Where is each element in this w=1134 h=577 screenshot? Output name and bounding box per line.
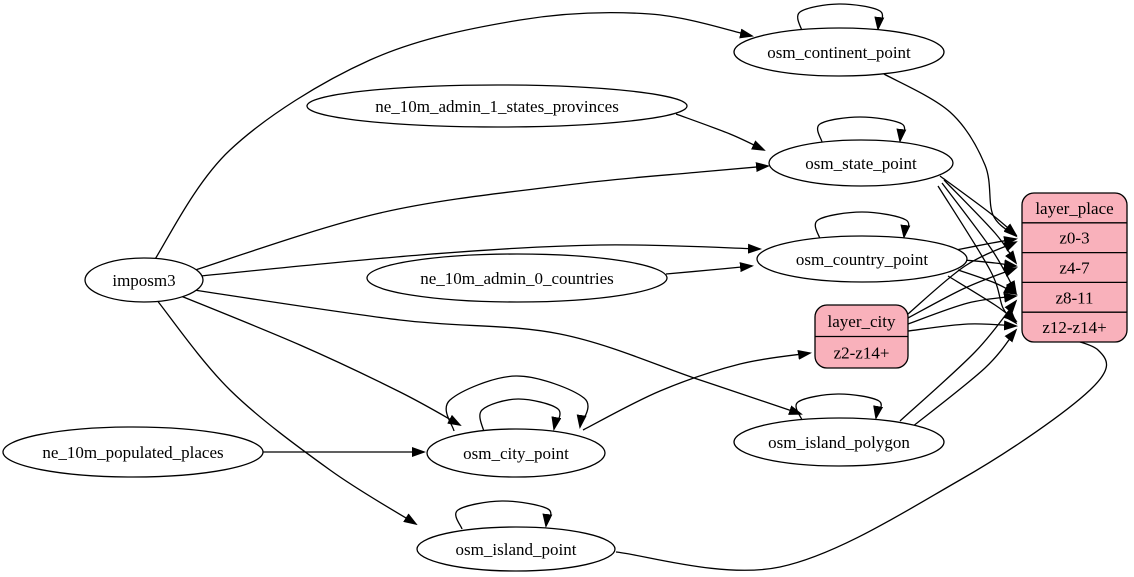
edges-layer bbox=[151, 3, 1108, 571]
edge-osm_country_point-layer_place:z8-11 bbox=[957, 269, 1018, 295]
node-label-osm_state_point: osm_state_point bbox=[805, 154, 917, 173]
self-loop-osm_city_point-2 bbox=[479, 398, 562, 433]
edge-imposm3-osm_state_point bbox=[188, 162, 770, 273]
nodes-layer: imposm3 ne_10m_admin_1_states_provincesne… bbox=[2, 27, 1128, 572]
node-ne_10m_admin_0_countries: ne_10m_admin_0_countries bbox=[366, 253, 668, 303]
edge-osm_continent_point-layer_place:z0-3 bbox=[883, 73, 1018, 238]
node-shape-layer_place bbox=[1021, 192, 1128, 343]
self-loop-osm_country_point bbox=[814, 211, 911, 240]
edge-osm_island_point-layer_place:z12-z14+ bbox=[615, 329, 1108, 571]
self-loop-osm_island_point bbox=[455, 500, 553, 530]
self-loop-osm_island_polygon bbox=[795, 393, 884, 421]
node-label-ne_10m_populated_places: ne_10m_populated_places bbox=[42, 443, 223, 462]
node-shape-imposm3 bbox=[84, 257, 204, 303]
record-title-layer_place: layer_place bbox=[1035, 199, 1113, 218]
edge-osm_state_point-layer_place:z8-11 bbox=[941, 182, 1017, 295]
edge-imposm3-osm_island_polygon bbox=[186, 288, 803, 415]
record-row-layer_place-z4-7: z4-7 bbox=[1059, 259, 1090, 278]
node-label-osm_island_point: osm_island_point bbox=[456, 540, 577, 559]
node-label-ne_10m_admin_1_states_provinces: ne_10m_admin_1_states_provinces bbox=[375, 97, 619, 116]
node-shape-osm_country_point bbox=[756, 235, 968, 283]
edge-osm_island_polygon-layer_place:z8-11 bbox=[899, 299, 1018, 422]
edge-imposm3-osm_island_point bbox=[155, 298, 418, 526]
node-ne_10m_populated_places: ne_10m_populated_places bbox=[2, 426, 264, 478]
node-label-osm_city_point: osm_city_point bbox=[463, 444, 569, 463]
edge-imposm3-osm_country_point bbox=[189, 243, 762, 278]
node-layer_city: layer_city z2-z14+ bbox=[814, 304, 909, 369]
node-shape-osm_continent_point bbox=[733, 27, 945, 77]
record-row-layer_place-z0-3: z0-3 bbox=[1059, 229, 1089, 248]
record-row-layer_place-z12-z14+: z12-z14+ bbox=[1042, 318, 1106, 337]
record-row-layer_place-z8-11: z8-11 bbox=[1055, 288, 1093, 307]
edge-osm_city_point-layer_city:z2-z14+ bbox=[582, 349, 812, 431]
node-shape-osm_state_point bbox=[768, 139, 954, 187]
node-osm_state_point: osm_state_point bbox=[768, 139, 954, 187]
node-shape-osm_island_polygon bbox=[733, 417, 945, 467]
edge-layer_city-layer_place:z0-3 bbox=[907, 241, 1018, 315]
edge-osm_country_point-layer_place:z0-3 bbox=[955, 236, 1018, 251]
node-label-osm_continent_point: osm_continent_point bbox=[767, 43, 911, 62]
node-imposm3: imposm3 bbox=[84, 257, 204, 303]
node-osm_island_point: osm_island_point bbox=[416, 526, 616, 572]
node-shape-osm_city_point bbox=[426, 428, 606, 478]
node-osm_island_polygon: osm_island_polygon bbox=[733, 417, 945, 467]
edge-osm_state_point-layer_place:z0-3 bbox=[939, 175, 1018, 237]
edge-layer_city-layer_place:z4-7 bbox=[907, 267, 1018, 319]
self-loop-osm_state_point bbox=[816, 116, 907, 143]
node-osm_country_point: osm_country_point bbox=[756, 235, 968, 283]
edge-imposm3-osm_city_point bbox=[175, 293, 462, 426]
self-loop-osm_city_point-1 bbox=[445, 375, 589, 432]
node-label-osm_country_point: osm_country_point bbox=[796, 250, 928, 269]
edge-osm_country_point-layer_place:z4-7 bbox=[963, 259, 1018, 270]
node-layer_place: layer_place z0-3 z4-7 z8-11 z12-z14+ bbox=[1021, 192, 1128, 343]
node-ne_10m_admin_1_states_provinces: ne_10m_admin_1_states_provinces bbox=[306, 84, 688, 128]
edge-imposm3-osm_continent_point bbox=[151, 12, 754, 265]
node-label-ne_10m_admin_0_countries: ne_10m_admin_0_countries bbox=[420, 269, 614, 288]
node-label-imposm3: imposm3 bbox=[112, 271, 175, 290]
edge-layer_city-layer_place:z8-11 bbox=[907, 292, 1018, 325]
edge-osm_state_point-layer_place:z4-7 bbox=[943, 179, 1018, 265]
edge-ne_10m_admin_1_states_provinces-osm_state_point bbox=[675, 113, 766, 151]
edge-osm_country_point-layer_place:z12-z14+ bbox=[947, 275, 1018, 323]
node-osm_continent_point: osm_continent_point bbox=[733, 27, 945, 77]
record-row-layer_city-z2-z14+: z2-z14+ bbox=[834, 343, 890, 362]
node-shape-ne_10m_admin_1_states_provinces bbox=[306, 84, 688, 128]
node-label-osm_island_polygon: osm_island_polygon bbox=[768, 433, 910, 452]
node-shape-osm_island_point bbox=[416, 526, 616, 572]
edge-layer_city-layer_place:z12-z14+ bbox=[907, 320, 1018, 332]
node-shape-ne_10m_populated_places bbox=[2, 426, 264, 478]
record-title-layer_city: layer_city bbox=[828, 312, 896, 331]
self-loop-osm_continent_point bbox=[797, 3, 885, 32]
edge-osm_island_polygon-layer_place:z12-z14+ bbox=[911, 328, 1018, 428]
node-shape-ne_10m_admin_0_countries bbox=[366, 253, 668, 303]
node-osm_city_point: osm_city_point bbox=[426, 428, 606, 478]
edge-ne_10m_admin_0_countries-osm_country_point bbox=[665, 262, 754, 275]
